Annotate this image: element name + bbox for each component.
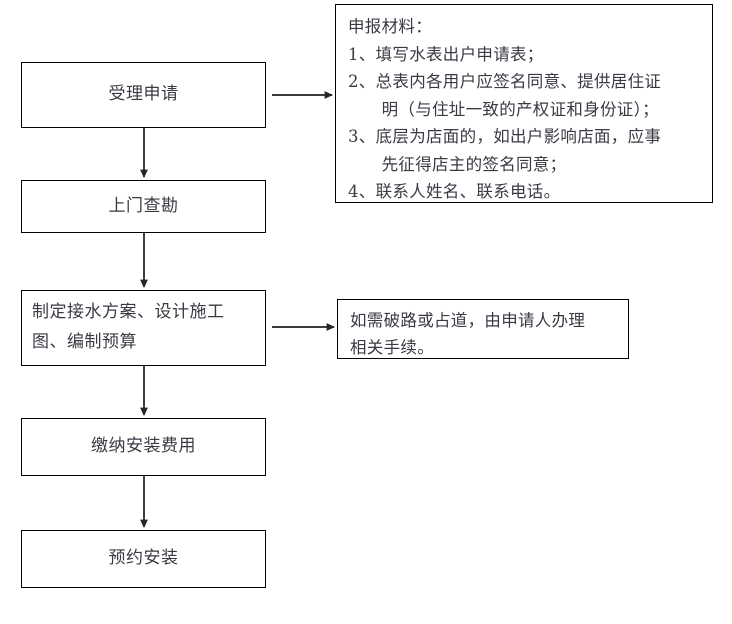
note-road-occupation-procedure: 如需破路或占道，由申请人办理 相关手续。 (337, 299, 629, 359)
note-required-documents: 申报材料： 1、填写水表出户申请表； 2、总表内各用户应签名同意、提供居住证 明… (335, 4, 713, 203)
node-label: 受理申请 (108, 84, 179, 105)
process-node-accept-application[interactable]: 受理申请 (21, 62, 266, 128)
node-label: 制定接水方案、设计施工 图、编制预算 (32, 302, 225, 352)
process-node-design-plan[interactable]: 制定接水方案、设计施工 图、编制预算 (21, 290, 266, 366)
process-node-schedule-installation[interactable]: 预约安装 (21, 530, 266, 588)
node-label: 预约安装 (108, 548, 179, 569)
process-node-site-survey[interactable]: 上门查勘 (21, 180, 266, 233)
node-label: 缴纳安装费用 (91, 436, 196, 457)
process-node-pay-installation-fee[interactable]: 缴纳安装费用 (21, 418, 266, 476)
node-label: 上门查勘 (108, 195, 179, 216)
